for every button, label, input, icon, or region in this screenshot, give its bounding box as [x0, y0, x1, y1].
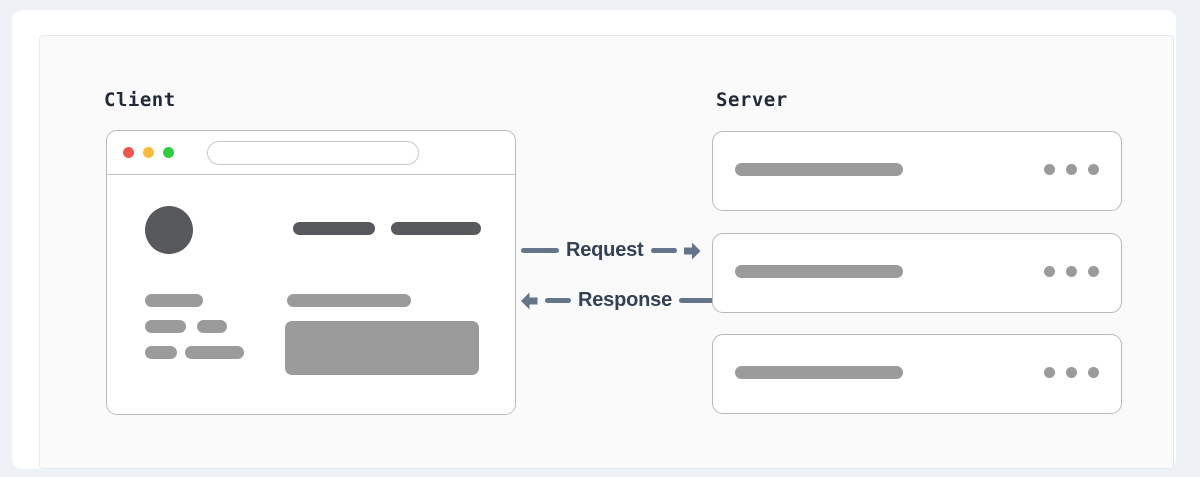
- browser-chrome-bar: [107, 131, 515, 175]
- server-label-placeholder: [735, 265, 903, 278]
- response-line-right: [679, 298, 717, 303]
- menu-dot: [1088, 164, 1099, 175]
- server-node-3[interactable]: [712, 334, 1122, 414]
- browser-url-bar[interactable]: [207, 141, 419, 165]
- text-placeholder-left-1: [145, 294, 203, 307]
- response-label: Response: [578, 289, 672, 311]
- text-placeholder-left-2: [145, 320, 186, 333]
- server-label-placeholder: [735, 366, 903, 379]
- menu-dot: [1066, 367, 1077, 378]
- traffic-lights: [123, 147, 174, 158]
- heading-placeholder-1: [293, 222, 375, 235]
- image-block-placeholder: [285, 321, 479, 375]
- text-placeholder-right-1: [287, 294, 411, 307]
- client-browser-window: [106, 130, 516, 415]
- client-section-title: Client: [104, 89, 176, 111]
- heading-placeholder-2: [391, 222, 481, 235]
- request-line-right: [650, 248, 677, 253]
- server-label-placeholder: [735, 163, 903, 176]
- text-placeholder-left-3: [197, 320, 227, 333]
- server-menu-dots-icon[interactable]: [1044, 164, 1099, 175]
- text-placeholder-left-5: [185, 346, 244, 359]
- request-line-left: [521, 248, 559, 253]
- avatar-placeholder: [145, 206, 193, 254]
- browser-content-area: [107, 175, 515, 414]
- menu-dot: [1066, 164, 1077, 175]
- request-flow: Request: [521, 239, 701, 262]
- server-node-2[interactable]: [712, 233, 1122, 313]
- menu-dot: [1044, 266, 1055, 277]
- arrow-left-icon: [521, 292, 538, 309]
- close-dot-icon[interactable]: [123, 147, 134, 158]
- menu-dot: [1088, 266, 1099, 277]
- server-menu-dots-icon[interactable]: [1044, 266, 1099, 277]
- menu-dot: [1088, 367, 1099, 378]
- menu-dot: [1044, 164, 1055, 175]
- server-section-title: Server: [716, 89, 788, 111]
- menu-dot: [1066, 266, 1077, 277]
- minimize-dot-icon[interactable]: [143, 147, 154, 158]
- response-flow: Response: [521, 289, 717, 312]
- server-node-1[interactable]: [712, 131, 1122, 211]
- server-menu-dots-icon[interactable]: [1044, 367, 1099, 378]
- response-line-left: [545, 298, 571, 303]
- arrow-right-icon: [683, 242, 701, 259]
- menu-dot: [1044, 367, 1055, 378]
- page-card: Client: [12, 10, 1176, 469]
- diagram-panel: Client: [39, 35, 1174, 469]
- request-label: Request: [566, 239, 644, 261]
- text-placeholder-left-4: [145, 346, 177, 359]
- maximize-dot-icon[interactable]: [163, 147, 174, 158]
